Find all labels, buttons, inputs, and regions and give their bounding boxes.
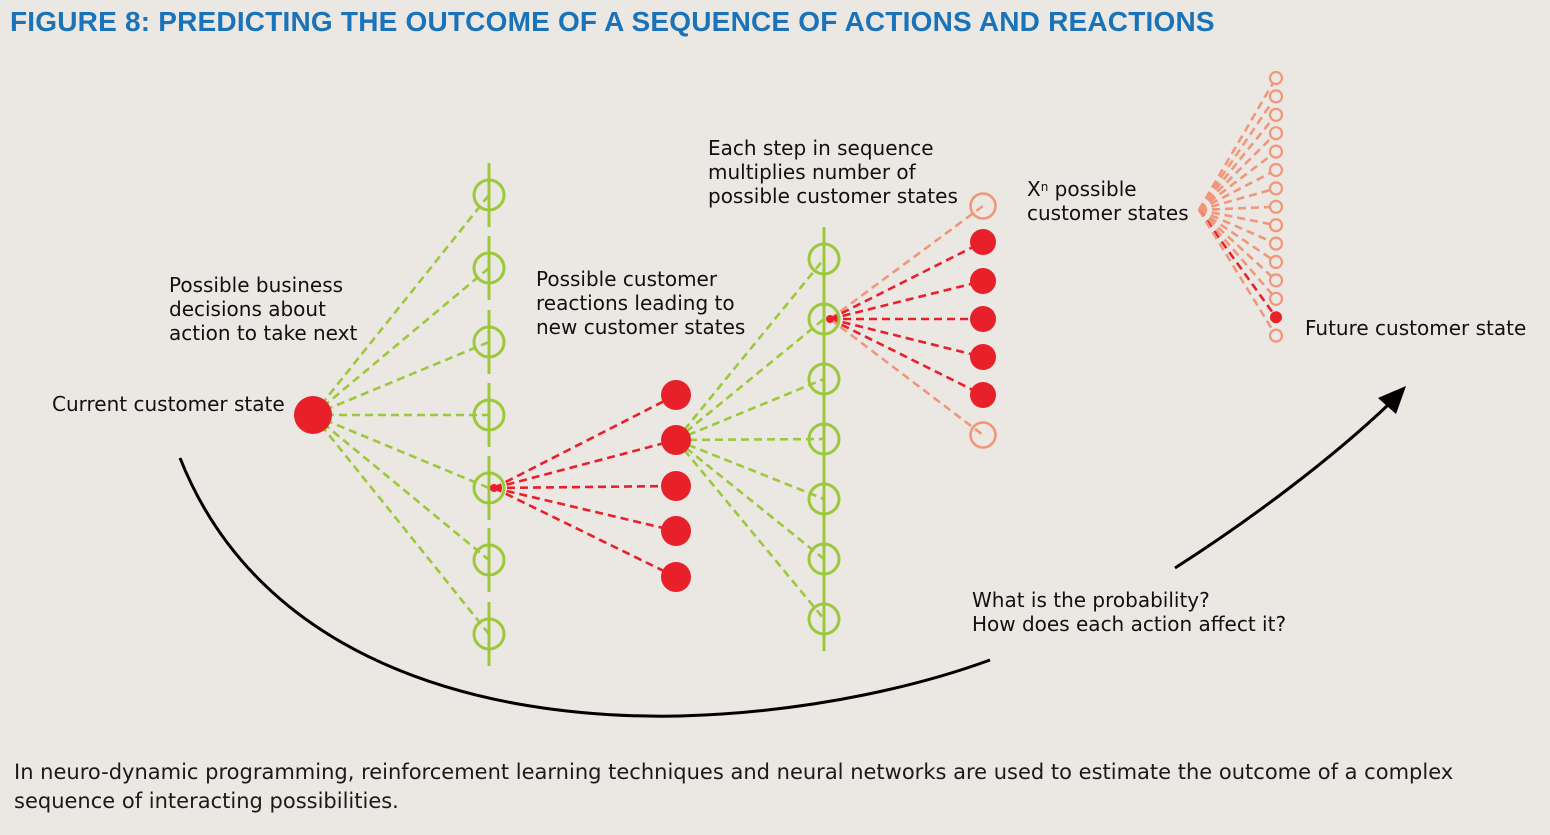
decision-node-2: [472, 251, 506, 285]
future-link-10: [1198, 208, 1277, 245]
label-each-step: Each step in sequence multiplies number …: [708, 136, 958, 208]
decision-node-6: [472, 543, 506, 577]
future-state-node-6: [1268, 162, 1284, 178]
future-link-13: [1198, 209, 1277, 300]
decision-node-l2-4: [807, 422, 841, 456]
future-link-3: [1197, 113, 1278, 211]
state-link-1: [829, 204, 984, 321]
arrowhead-icon: [1378, 386, 1406, 414]
customer-state-node-4: [970, 306, 996, 332]
customer-state-node-2: [970, 229, 996, 255]
customer-state-node-3: [970, 268, 996, 294]
future-link-7: [1198, 187, 1277, 212]
decision-node-l2-2: [807, 302, 841, 336]
decision-link-l2-2: [675, 317, 825, 442]
customer-state-node-1: [969, 192, 997, 220]
decision-link-6: [312, 413, 490, 562]
state-nodes: [294, 70, 1284, 666]
decision-node-l2-3: [807, 362, 841, 396]
future-state-node-10: [1268, 236, 1284, 251]
decision-node-l2-7: [807, 602, 841, 636]
reaction-link-5: [493, 486, 677, 579]
future-link-9: [1198, 208, 1277, 227]
future-state-node-9: [1268, 218, 1284, 233]
decision-node-7: [472, 617, 506, 651]
future-link-15: [1197, 209, 1278, 337]
current-state-node: [294, 396, 332, 434]
decision-node-3: [472, 325, 506, 359]
future-state-node-8: [1268, 199, 1284, 214]
future-link-4: [1198, 132, 1277, 211]
future-link-5: [1198, 150, 1277, 212]
customer-state-node-7: [969, 421, 997, 449]
future-state-node-3: [1268, 107, 1284, 122]
label-current-customer-state: Current customer state: [52, 392, 285, 416]
outcome-arrow-line: [1174, 403, 1390, 570]
future-state-node-13: [1268, 291, 1284, 306]
label-probability-question: What is the probability? How does each a…: [972, 588, 1287, 636]
reaction-origin-node: [490, 484, 498, 492]
decision-link-l2-6: [675, 438, 825, 561]
reaction-node-5: [661, 562, 691, 592]
reaction-node-2: [661, 425, 691, 455]
decision-link-1: [311, 194, 491, 416]
label-future-customer-state: Future customer state: [1305, 316, 1527, 340]
future-link-6: [1198, 168, 1277, 212]
state-link-3: [829, 279, 984, 321]
reaction-node-1: [661, 380, 691, 410]
figure-caption: In neuro-dynamic programming, reinforcem…: [14, 760, 1454, 813]
future-state-node-11: [1268, 254, 1284, 270]
connector-lines: [311, 77, 1278, 635]
reaction-node-4: [661, 516, 691, 546]
decision-link-l2-4: [675, 437, 825, 442]
decision-node-l2-6: [807, 542, 841, 576]
reaction-link-1: [493, 393, 677, 490]
decision-node-5: [472, 471, 506, 505]
decision-node-l2-1: [807, 242, 841, 276]
customer-state-node-5: [970, 344, 996, 370]
future-link-11: [1198, 208, 1277, 264]
state-link-7: [829, 317, 984, 437]
state-origin-node: [826, 315, 834, 323]
future-state-node-2: [1268, 89, 1284, 104]
future-link-12: [1198, 209, 1277, 282]
future-state-node-4: [1268, 126, 1284, 141]
decision-node-l2-5: [807, 482, 841, 516]
future-state-node-1: [1268, 70, 1284, 86]
label-xn-states: Xn possible customer states: [1027, 177, 1189, 225]
future-state-node-15: [1268, 328, 1284, 343]
future-state-node-12: [1268, 273, 1284, 288]
state-link-2: [829, 240, 984, 321]
reaction-link-4: [493, 486, 677, 533]
label-customer-reactions: Possible customer reactions leading to n…: [536, 267, 746, 339]
label-business-decisions: Possible business decisions about action…: [169, 273, 358, 345]
state-link-5: [829, 317, 984, 359]
future-state-node-7: [1268, 181, 1284, 196]
customer-state-node-6: [970, 382, 996, 408]
decision-link-l2-5: [675, 438, 825, 501]
future-state-node-14: [1270, 311, 1282, 324]
figure-title: FIGURE 8: PREDICTING THE OUTCOME OF A SE…: [10, 6, 1215, 37]
future-state-node-5: [1268, 144, 1284, 159]
reaction-node-3: [661, 471, 691, 501]
decision-node-1: [472, 178, 506, 212]
state-link-6: [829, 317, 984, 397]
decision-link-3: [312, 340, 490, 417]
decision-link-5: [312, 413, 490, 490]
future-link-2: [1197, 95, 1278, 211]
future-link-8: [1198, 205, 1277, 212]
probability-arc: [178, 457, 991, 718]
reaction-link-2: [493, 438, 677, 490]
future-link-14: [1197, 209, 1278, 318]
decision-node-4: [472, 398, 506, 432]
decision-link-l2-7: [674, 439, 826, 620]
decision-link-7: [311, 414, 491, 635]
reaction-link-3: [493, 484, 677, 490]
decision-link-l2-3: [675, 377, 825, 442]
